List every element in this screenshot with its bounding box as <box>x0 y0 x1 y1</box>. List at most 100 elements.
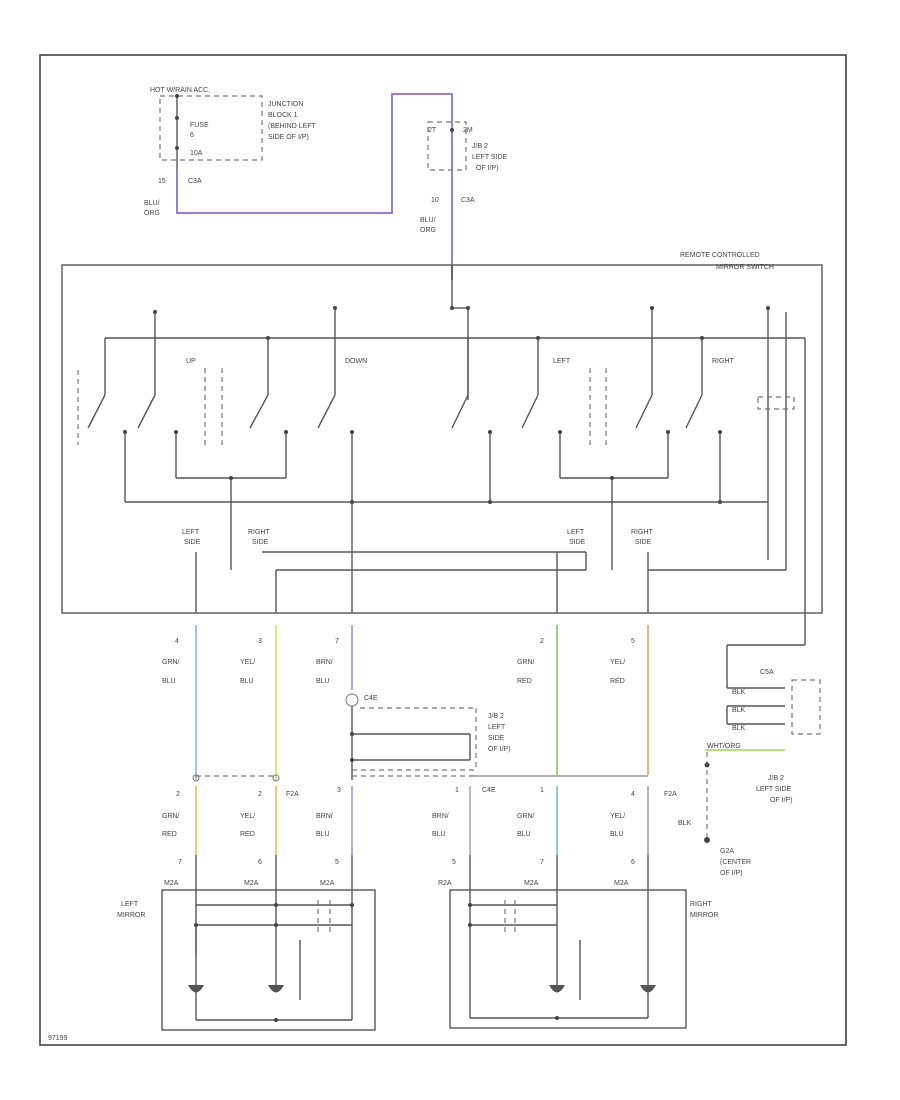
wt-pin-1: 3 <box>258 638 262 645</box>
wt-c1-1: YEL/ <box>240 659 255 666</box>
mp-conn-5: M2A <box>614 880 629 887</box>
left-select-2: SIDE <box>184 539 201 546</box>
footer-code: 97199 <box>48 1035 68 1042</box>
mp-conn-0: M2A <box>164 880 179 887</box>
ground-blk: BLK <box>678 820 692 827</box>
splice-jb-2: LEFT <box>488 724 506 731</box>
wt-c1-2: BRN/ <box>316 659 333 666</box>
c1-color1: BLU/ <box>144 200 160 207</box>
wt-c2-3: RED <box>517 678 532 685</box>
wb-c2-0: RED <box>162 831 177 838</box>
jb2-box-top <box>427 121 467 171</box>
wb-c2-2: BLU <box>316 831 330 838</box>
right-select-4: SIDE <box>635 539 652 546</box>
wt-c1-4: YEL/ <box>610 659 625 666</box>
wt-pin-2: 7 <box>335 638 339 645</box>
wb-c1-5: YEL/ <box>610 813 625 820</box>
mp-pin-3: 5 <box>452 859 456 866</box>
outer-frame <box>39 54 847 1046</box>
wt-c2-2: BLU <box>316 678 330 685</box>
right-mirror-label-2: MIRROR <box>690 912 718 919</box>
ground-g3: OF I/P) <box>720 870 743 877</box>
wt-pin-4: 5 <box>631 638 635 645</box>
jb2-conn: 2T <box>428 127 437 134</box>
right-motor-1-icon <box>549 985 565 993</box>
wb-c1-2: BRN/ <box>316 813 333 820</box>
splice-jb-3: SIDE <box>488 735 505 742</box>
right-mirror-label-1: RIGHT <box>690 901 713 908</box>
left-mirror: LEFT MIRROR <box>117 889 376 1031</box>
splice-jb-4: OF I/P) <box>488 746 511 753</box>
c2-color2: ORG <box>420 227 436 234</box>
splice-jb-1: J/B 2 <box>488 713 504 720</box>
switch-title-2: MIRROR SWITCH <box>716 264 774 271</box>
right-label: RIGHT <box>712 358 735 365</box>
c1-conn: C3A <box>188 178 202 185</box>
c1-color2: ORG <box>144 210 160 217</box>
ground-connector: C5A BLK BLK BLK WHT/ORG J/B 2 LEFT SIDE … <box>678 613 821 877</box>
hot-label: HOT W/RAIN ACC. <box>150 87 210 94</box>
right-select-2: SIDE <box>252 539 269 546</box>
c2-conn: C3A <box>461 197 475 204</box>
left-mirror-label-2: MIRROR <box>117 912 145 919</box>
wt-c2-0: BLU <box>162 678 176 685</box>
wb-pin-3: 1 <box>455 787 459 794</box>
conn-f2: F2A <box>664 791 677 798</box>
left-mirror-label-1: LEFT <box>121 901 139 908</box>
c1-pin: 15 <box>158 178 166 185</box>
mp-conn-4: M2A <box>524 880 539 887</box>
wb-c2-5: BLU <box>610 831 624 838</box>
up-label: UP <box>186 358 196 365</box>
ground-g1: G2A <box>720 848 734 855</box>
wb-c1-3: BRN/ <box>432 813 449 820</box>
jb2-line1: J/B 2 <box>472 143 488 150</box>
fuse-label: FUSE <box>190 122 209 129</box>
blu-org-wire-top <box>176 93 453 280</box>
wt-c2-1: BLU <box>240 678 254 685</box>
wb-pin-0: 2 <box>176 791 180 798</box>
wb-c1-4: GRN/ <box>517 813 535 820</box>
conn-f: F2A <box>286 791 299 798</box>
wb-pin-4: 1 <box>540 787 544 794</box>
left-select-3: LEFT <box>567 529 585 536</box>
wt-c1-3: GRN/ <box>517 659 535 666</box>
jb1-line2: BLOCK 1 <box>268 112 298 119</box>
middle-wires: 4 GRN/ BLU 3 YEL/ BLU 7 BRN/ BLU 2 GRN/ … <box>162 613 821 877</box>
ground-b1: BLK <box>732 689 746 696</box>
jb1-line4: SIDE OF I/P) <box>268 134 309 141</box>
ground-b2: BLK <box>732 707 746 714</box>
mirror-switch: REMOTE CONTROLLED MIRROR SWITCH <box>61 252 823 614</box>
mp-pin-2: 5 <box>335 859 339 866</box>
ground-g2: (CENTER <box>720 859 751 866</box>
wt-pin-3: 2 <box>540 638 544 645</box>
wb-pin-1: 2 <box>258 791 262 798</box>
wb-c2-3: BLU <box>432 831 446 838</box>
wb-c2-1: RED <box>240 831 255 838</box>
fuse-amp: 10A <box>190 150 203 157</box>
fuse-source: HOT W/RAIN ACC. FUSE 6 10A JUNCTION BLOC… <box>144 87 508 280</box>
wb-pin-2: 3 <box>337 787 341 794</box>
c2-color1: BLU/ <box>420 217 436 224</box>
left-motor-2-icon <box>268 985 284 993</box>
lower-wires: 2 GRN/ RED 2 YEL/ RED 3 BRN/ BLU 1 BRN/ … <box>162 786 649 990</box>
jb1-line1: JUNCTION <box>268 101 303 108</box>
right-select-1: RIGHT <box>248 529 271 536</box>
ground-jb-1: J/B 2 <box>768 775 784 782</box>
wb-c1-0: GRN/ <box>162 813 180 820</box>
mp-pin-4: 7 <box>540 859 544 866</box>
right-mirror-box <box>449 889 687 1029</box>
switch-contacts <box>87 306 787 571</box>
wt-pin-0: 4 <box>175 638 179 645</box>
jb2-line3: OF I/P) <box>476 165 499 172</box>
jb1-line3: (BEHIND LEFT <box>268 123 317 130</box>
wb-c1-1: YEL/ <box>240 813 255 820</box>
ground-b3: BLK <box>732 725 746 732</box>
junction-block-1 <box>159 95 263 161</box>
down-label: DOWN <box>345 358 367 365</box>
jb2-line2: LEFT SIDE <box>472 154 508 161</box>
jb2-name: 2M <box>463 127 473 134</box>
wb-pin-5: 4 <box>631 791 635 798</box>
mp-pin-1: 6 <box>258 859 262 866</box>
ground-jb-2: LEFT SIDE <box>756 786 792 793</box>
